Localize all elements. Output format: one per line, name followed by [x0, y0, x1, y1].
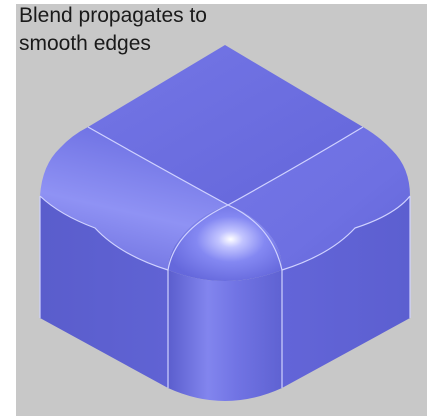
right-top-blend: [228, 127, 410, 270]
edge-lines: [39, 126, 411, 388]
left-top-blend: [40, 127, 228, 270]
caption-line-1: Blend propagates to: [19, 4, 207, 27]
left-face: [40, 196, 168, 388]
right-face: [282, 196, 410, 388]
front-post-blend: [168, 270, 282, 401]
caption-line-2: smooth edges: [19, 32, 151, 55]
caption-text: Blend propagates to smooth edges: [19, 2, 207, 58]
